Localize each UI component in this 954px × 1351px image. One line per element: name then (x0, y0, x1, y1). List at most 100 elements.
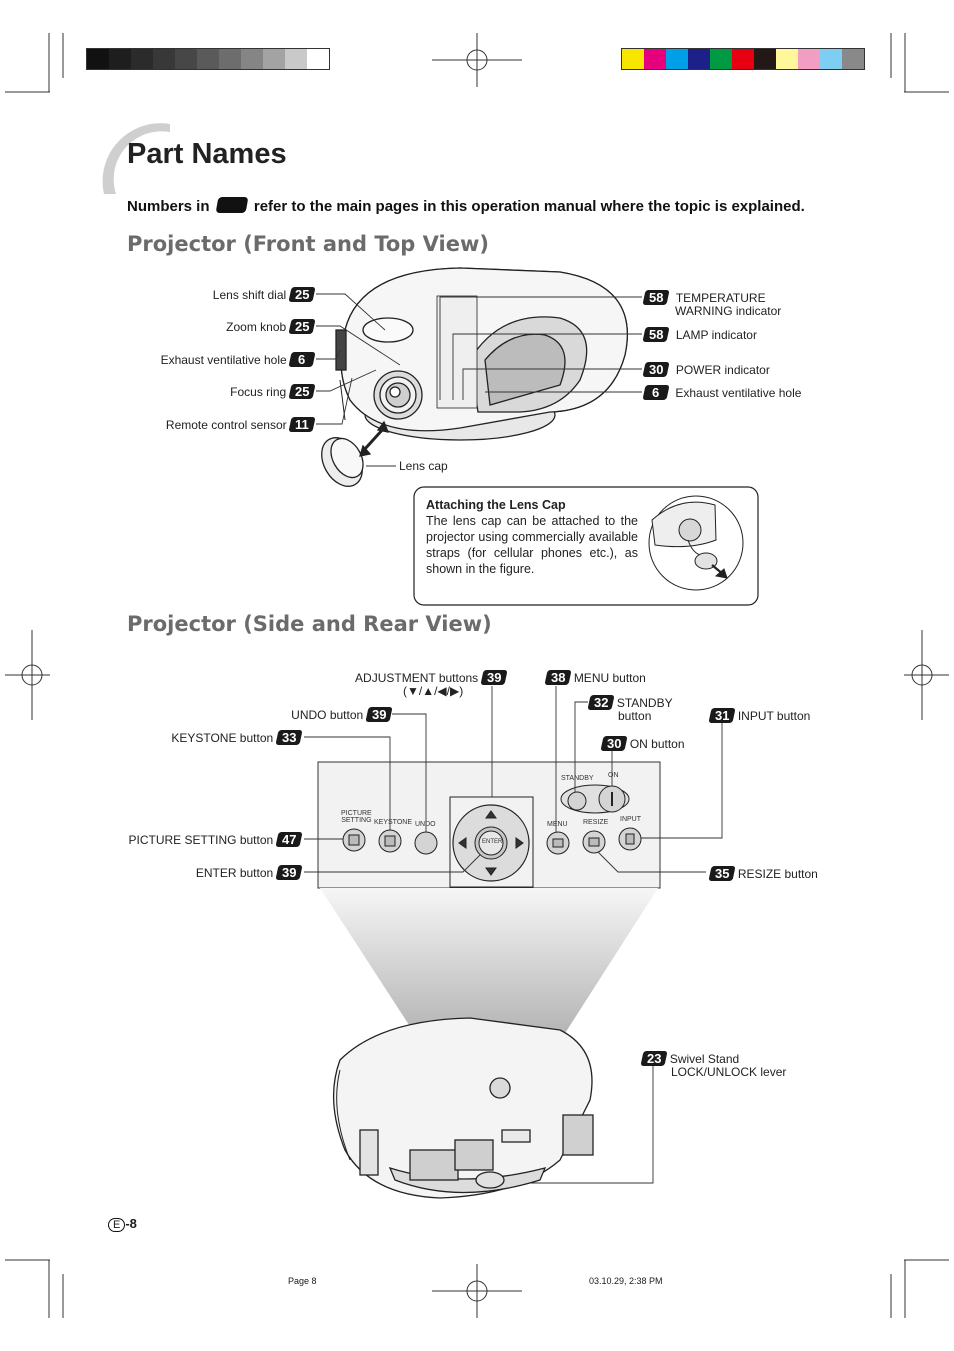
calibration-swatch (197, 49, 219, 69)
calibration-swatch (219, 49, 241, 69)
label-zoom-knob: Zoom knob 25 (226, 319, 316, 334)
label-text: Swivel Stand (669, 1052, 740, 1066)
crop-marks (5, 33, 949, 1318)
page-number-text: -8 (125, 1216, 137, 1231)
label-picture-setting-button: PICTURE SETTING button 47 (128, 832, 303, 847)
attach-box-text: Attaching the Lens Cap The lens cap can … (426, 497, 638, 577)
calibration-swatch (732, 49, 754, 69)
side-view-heading: Projector (Side and Rear View) (127, 612, 492, 636)
label-text: Remote control sensor (165, 418, 287, 432)
label-undo-button: UNDO button 39 (291, 707, 393, 722)
title-arc-decoration (102, 123, 170, 194)
label-text: ON button (629, 737, 685, 751)
page-badge: 30 (600, 736, 629, 751)
label-focus-ring: Focus ring 25 (230, 384, 316, 399)
panel-enter-label: ENTER (482, 839, 503, 845)
page-badge: 38 (544, 670, 573, 685)
panel-on-label: ON (608, 772, 619, 779)
calibration-swatch (175, 49, 197, 69)
page-badge: 25 (287, 384, 316, 399)
label-text: Zoom knob (226, 320, 287, 334)
page-badge: 23 (640, 1051, 669, 1066)
calibration-swatch (820, 49, 842, 69)
page-badge: 30 (642, 362, 671, 377)
page-badge: 11 (288, 417, 316, 432)
page-badge: 58 (642, 327, 671, 342)
front-view-heading: Projector (Front and Top View) (127, 232, 489, 256)
calibration-swatch (842, 49, 864, 69)
label-power-indicator: 30 POWER indicator (642, 362, 770, 377)
label-text: Lens shift dial (212, 288, 287, 302)
page-badge: 39 (479, 670, 508, 685)
calibration-swatch (776, 49, 798, 69)
panel-input-label: INPUT (620, 816, 641, 823)
intro-line: Numbers in refer to the main pages in th… (127, 197, 805, 215)
page-badge: 58 (642, 290, 671, 305)
label-adjustment-buttons: ADJUSTMENT buttons 39 (355, 670, 508, 685)
calibration-swatch (798, 49, 820, 69)
page-title: Part Names (127, 138, 287, 170)
view-beam (320, 888, 658, 1088)
color-calibration-bar (621, 48, 865, 70)
label-text: KEYSTONE button (171, 731, 274, 745)
page-badge: 33 (274, 730, 303, 745)
calibration-swatch (644, 49, 666, 69)
label-text: Exhaust ventilative hole (675, 386, 802, 400)
label-text: STANDBY (616, 696, 673, 710)
page-badge: 47 (274, 832, 303, 847)
label-swivel-stand: 23 Swivel Stand (640, 1051, 740, 1066)
calibration-swatch (666, 49, 688, 69)
page-badge: 25 (287, 287, 316, 302)
label-text: ADJUSTMENT buttons (355, 671, 479, 685)
intro-before: Numbers in (127, 198, 210, 215)
panel-undo-label: UNDO (415, 821, 436, 828)
label-enter-button: ENTER button 39 (195, 865, 303, 880)
projector-rear-illustration (332, 1017, 594, 1199)
calibration-swatch (622, 49, 644, 69)
page-badge: 35 (708, 866, 737, 881)
label-standby-button-2: button (618, 709, 652, 723)
label-text: TEMPERATURE (675, 291, 766, 305)
label-exhaust-hole-right: 6 Exhaust ventilative hole (642, 385, 802, 400)
label-remote-sensor: Remote control sensor 11 (165, 417, 316, 432)
label-standby-button: 32 STANDBY (587, 695, 673, 710)
calibration-swatch (109, 49, 131, 69)
label-keystone-button: KEYSTONE button 33 (171, 730, 303, 745)
label-text: POWER indicator (675, 363, 770, 377)
label-adjustment-arrows: (▼/▲/◀/▶) (403, 684, 464, 698)
page-badge: 31 (708, 708, 737, 723)
label-swivel-stand-2: LOCK/UNLOCK lever (671, 1065, 787, 1079)
panel-text: PICTURE (341, 810, 372, 817)
label-lens-cap: Lens cap (399, 459, 448, 473)
gray-calibration-bar (86, 48, 330, 70)
label-menu-button: 38 MENU button (544, 670, 646, 685)
panel-menu-label: MENU (547, 821, 568, 828)
calibration-swatch (285, 49, 307, 69)
label-text: INPUT button (737, 709, 811, 723)
print-page: Page 8 (288, 1276, 317, 1286)
attach-box-title: Attaching the Lens Cap (426, 498, 566, 512)
panel-text: SETTING (341, 817, 372, 824)
calibration-swatch (710, 49, 732, 69)
calibration-swatch (131, 49, 153, 69)
projector-front-illustration (321, 267, 629, 487)
label-text: MENU button (573, 671, 646, 685)
label-temperature-indicator: 58 TEMPERATURE (642, 290, 766, 305)
page-badge: 6 (288, 352, 316, 367)
panel-buttons (342, 784, 642, 855)
calibration-swatch (307, 49, 329, 69)
adjustment-pad (449, 796, 534, 888)
label-lens-shift-dial: Lens shift dial 25 (212, 287, 316, 302)
page-badge: 6 (642, 385, 670, 400)
panel-keystone-label: KEYSTONE (374, 819, 412, 826)
panel-resize-label: RESIZE (583, 819, 609, 826)
sample-badge (215, 197, 249, 213)
label-temperature-indicator-2: WARNING indicator (675, 304, 782, 318)
page-letter: E (108, 1218, 126, 1232)
label-text: PICTURE SETTING button (128, 833, 274, 847)
attach-box-body: The lens cap can be attached to the proj… (426, 514, 638, 576)
page-badge: 39 (364, 707, 393, 722)
label-resize-button: 35 RESIZE button (708, 866, 818, 881)
label-text: ENTER button (195, 866, 274, 880)
